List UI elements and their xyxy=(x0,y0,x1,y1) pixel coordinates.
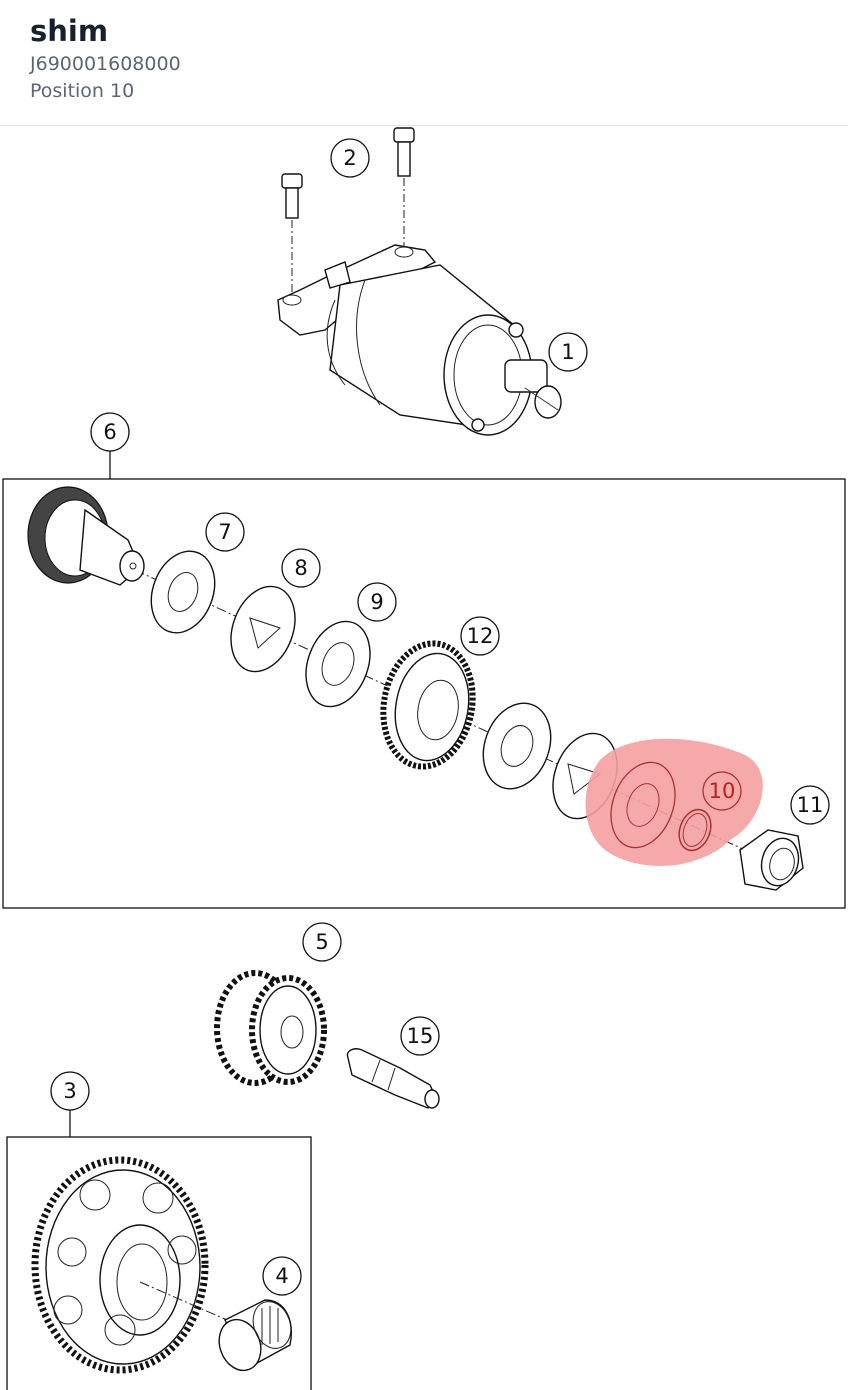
svg-text:4: 4 xyxy=(275,1264,288,1288)
needle-bearing-4[interactable] xyxy=(212,1296,297,1376)
callout-12[interactable]: 12 xyxy=(460,616,500,656)
svg-text:9: 9 xyxy=(370,590,383,614)
callout-7[interactable]: 7 xyxy=(205,512,245,552)
callout-1[interactable]: 1 xyxy=(548,332,588,372)
part-position: Position 10 xyxy=(30,80,135,102)
pin-15[interactable] xyxy=(346,1048,440,1109)
callout-10[interactable]: 10 xyxy=(702,771,742,811)
svg-text:10: 10 xyxy=(709,779,736,803)
svg-text:2: 2 xyxy=(343,146,356,170)
washer-7[interactable] xyxy=(140,542,225,641)
callout-2[interactable]: 2 xyxy=(330,138,370,178)
group-box-6 xyxy=(2,451,846,909)
part-name: shim xyxy=(30,14,109,48)
callout-6[interactable]: 6 xyxy=(90,412,130,452)
svg-text:3: 3 xyxy=(63,1079,76,1103)
washer-8[interactable] xyxy=(220,577,306,680)
callout-9[interactable]: 9 xyxy=(357,582,397,622)
callout-15[interactable]: 15 xyxy=(400,1016,440,1056)
gear-axis xyxy=(139,1281,251,1331)
svg-text:8: 8 xyxy=(294,556,307,580)
washer-9[interactable] xyxy=(295,612,381,715)
bolt-left xyxy=(281,173,303,296)
gear-shaft-small[interactable] xyxy=(27,486,145,586)
double-gear-5[interactable] xyxy=(214,970,327,1086)
callout-4[interactable]: 4 xyxy=(262,1256,302,1296)
svg-text:12: 12 xyxy=(467,624,494,648)
svg-text:15: 15 xyxy=(407,1024,434,1048)
shim-10[interactable] xyxy=(600,753,717,856)
callout-8[interactable]: 8 xyxy=(281,548,321,588)
svg-text:5: 5 xyxy=(315,930,328,954)
callout-3[interactable]: 3 xyxy=(50,1071,90,1111)
part-number: J690001608000 xyxy=(30,53,181,75)
svg-text:7: 7 xyxy=(218,520,231,544)
svg-text:1: 1 xyxy=(561,340,574,364)
svg-text:6: 6 xyxy=(103,420,116,444)
callout-5[interactable]: 5 xyxy=(302,922,342,962)
bolt-right xyxy=(393,127,415,248)
group-box-3 xyxy=(6,1110,312,1390)
callout-11[interactable]: 11 xyxy=(790,785,830,825)
large-gear[interactable] xyxy=(31,1156,209,1374)
gear-12[interactable] xyxy=(374,636,482,773)
part-header: shim J690001608000 Position 10 xyxy=(0,0,848,126)
starter-motor[interactable] xyxy=(277,127,562,436)
exploded-parts-diagram: 2 1 6 7 8 xyxy=(2,127,846,1390)
svg-text:11: 11 xyxy=(797,793,824,817)
nut-11[interactable] xyxy=(739,829,804,891)
washer-a[interactable] xyxy=(472,694,562,799)
